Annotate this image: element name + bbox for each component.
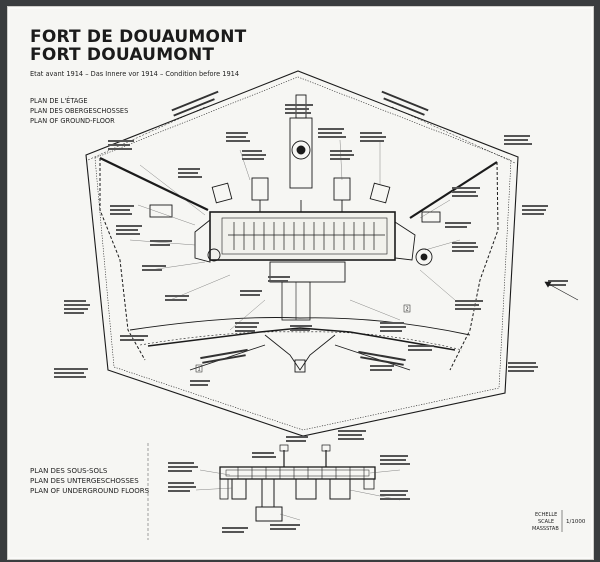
outer-ditch [85, 70, 519, 437]
scale-label-french: ECHELLE [535, 512, 558, 518]
scale-label-german: MASSSTAB [532, 526, 559, 532]
condition-separator: – [85, 70, 89, 78]
condition-french: Etat avant 1914 [30, 70, 84, 78]
condition-english: Condition before 1914 [165, 70, 240, 78]
underground-label-german: PLAN DES UNTERGESCHOSSES [30, 477, 139, 485]
underground-label-english: PLAN OF UNDERGROUND FLOORS [30, 487, 150, 495]
condition-separator: – [160, 70, 164, 78]
marker-1: 1 [198, 367, 201, 373]
ditch-labels [171, 90, 429, 366]
condition-german: Das Innere vor 1914 [90, 70, 158, 78]
underground-label-french: PLAN DES SOUS-SOLS [30, 467, 108, 475]
underground-annotation-leaders [195, 469, 401, 521]
fort-title-french: FORT DE DOUAUMONT [30, 27, 247, 47]
ground-floor-label-french: PLAN DE L'ÉTAGE [30, 97, 88, 105]
underground-plan [219, 444, 376, 522]
scale-label-english: SCALE [538, 519, 555, 525]
fort-title-german: FORT DOUAUMONT [30, 45, 215, 65]
scale-ratio: 1/1000 [566, 519, 586, 525]
condition-line: Etat avant 1914 – Das Innere vor 1914 – … [30, 70, 239, 78]
marker-boxes [195, 304, 411, 373]
inner-rampart [99, 157, 499, 371]
ground-floor-label-german: PLAN DES OBERGESCHOSSES [30, 107, 129, 115]
direction-arrow [544, 281, 579, 301]
plan-plate [7, 6, 594, 560]
central-barracks [194, 211, 416, 321]
underground-annotation-text [168, 430, 410, 533]
annotation-text-blocks [54, 104, 568, 386]
ground-floor-label-english: PLAN OF GROUND-FLOOR [30, 117, 115, 125]
annotation-leaders [129, 139, 461, 331]
marker-2: 2 [406, 307, 409, 313]
turrets [149, 94, 441, 266]
